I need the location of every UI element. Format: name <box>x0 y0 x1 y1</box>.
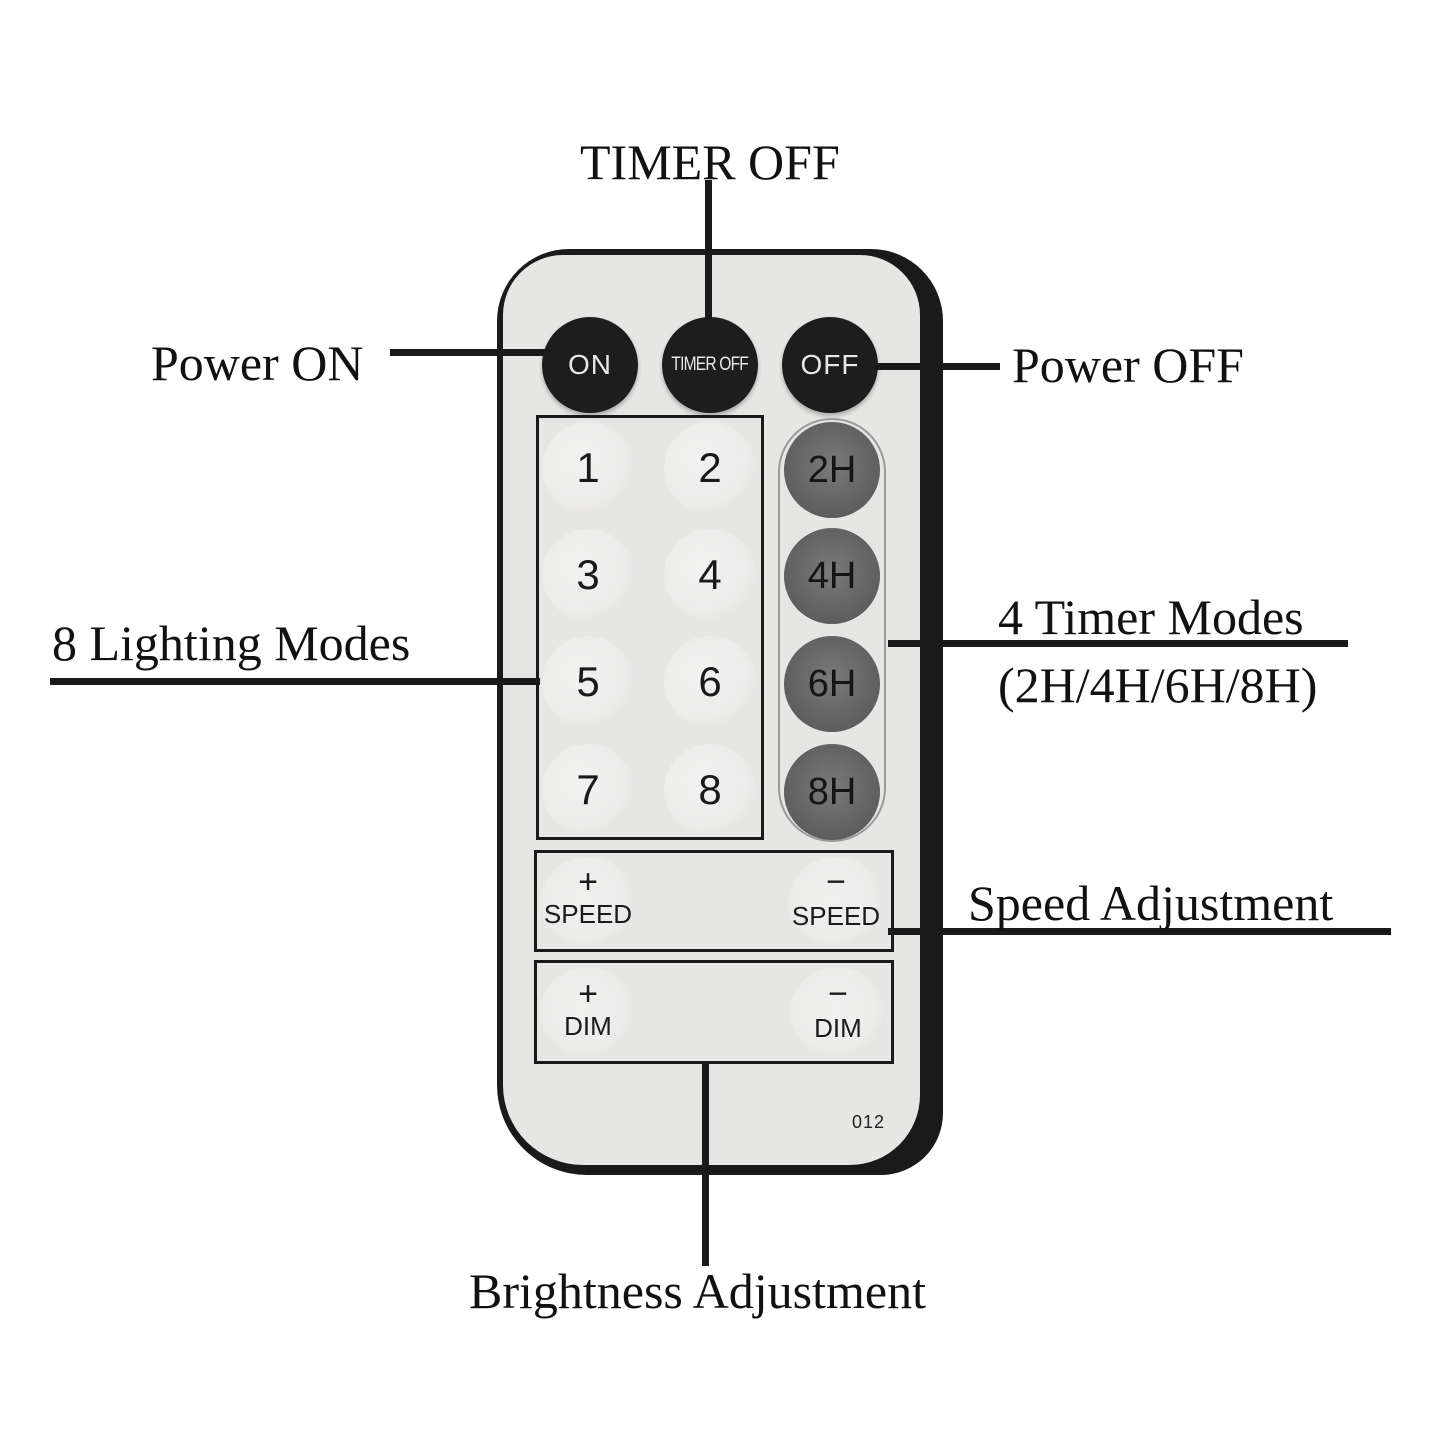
power-on-callout: Power ON <box>151 335 364 391</box>
mode-label: 1 <box>576 444 600 491</box>
timer-off-button-label: TIMER OFF <box>671 354 749 375</box>
timer-modes-pill <box>778 418 886 842</box>
mode-button-3[interactable]: 3 <box>542 529 634 621</box>
speed-up-button[interactable]: + SPEED <box>540 857 636 947</box>
mode-label: 2 <box>698 444 722 491</box>
timer-label: 2H <box>807 448 857 491</box>
dim-label: DIM <box>814 1013 862 1043</box>
minus-sign: − <box>826 863 846 901</box>
speed-label: SPEED <box>543 899 633 929</box>
mode-button-2[interactable]: 2 <box>664 422 756 514</box>
mode-label: 7 <box>576 766 600 813</box>
mode-button-7[interactable]: 7 <box>542 744 634 836</box>
timer-button-4h[interactable]: 4H <box>784 528 880 624</box>
on-button[interactable]: ON <box>542 317 638 413</box>
timer-off-leader <box>705 180 712 320</box>
mode-label: 4 <box>698 551 722 598</box>
dim-down-button[interactable]: − DIM <box>790 967 886 1057</box>
timer-label: 4H <box>807 554 857 597</box>
timer-modes-values-callout: (2H/4H/6H/8H) <box>998 657 1318 713</box>
mode-label: 5 <box>576 658 600 705</box>
mode-label: 8 <box>698 766 722 813</box>
mode-button-5[interactable]: 5 <box>542 636 634 728</box>
dim-up-button[interactable]: + DIM <box>540 967 636 1057</box>
timer-button-6h[interactable]: 6H <box>784 636 880 732</box>
minus-sign: − <box>828 975 848 1013</box>
mode-button-6[interactable]: 6 <box>664 636 756 728</box>
mode-label: 3 <box>576 551 600 598</box>
off-button-label: OFF <box>800 349 860 380</box>
timer-modes-leader <box>888 640 1348 647</box>
model-number: 012 <box>852 1112 886 1132</box>
speed-down-button[interactable]: − SPEED <box>788 857 884 947</box>
brightness-adjustment-callout: Brightness Adjustment <box>469 1263 926 1319</box>
dim-label: DIM <box>564 1011 612 1041</box>
timer-label: 8H <box>807 770 857 813</box>
brightness-leader <box>702 1062 709 1266</box>
power-off-leader <box>875 363 1000 370</box>
on-button-label: ON <box>568 349 612 380</box>
lighting-modes-leader <box>50 678 540 685</box>
timer-modes-callout: 4 Timer Modes <box>998 589 1304 645</box>
timer-label: 6H <box>807 662 857 705</box>
timer-button-8h[interactable]: 8H <box>784 744 880 840</box>
speed-label: SPEED <box>791 901 881 931</box>
speed-leader <box>888 928 1391 935</box>
lighting-modes-callout: 8 Lighting Modes <box>52 615 411 671</box>
power-off-callout: Power OFF <box>1012 337 1244 393</box>
mode-button-4[interactable]: 4 <box>664 529 756 621</box>
mode-button-8[interactable]: 8 <box>664 744 756 836</box>
dim-box <box>534 960 894 1064</box>
mode-label: 6 <box>698 658 722 705</box>
off-button[interactable]: OFF <box>782 317 878 413</box>
lighting-modes-box <box>536 415 764 840</box>
timer-button-2h[interactable]: 2H <box>784 422 880 518</box>
speed-box <box>534 850 894 952</box>
timer-off-button[interactable]: TIMER OFF <box>662 317 758 413</box>
mode-button-1[interactable]: 1 <box>542 422 634 514</box>
plus-sign: + <box>578 863 598 901</box>
plus-sign: + <box>578 975 598 1013</box>
power-on-leader <box>390 349 545 356</box>
speed-adjustment-callout: Speed Adjustment <box>968 875 1334 931</box>
timer-off-callout: TIMER OFF <box>580 134 840 190</box>
